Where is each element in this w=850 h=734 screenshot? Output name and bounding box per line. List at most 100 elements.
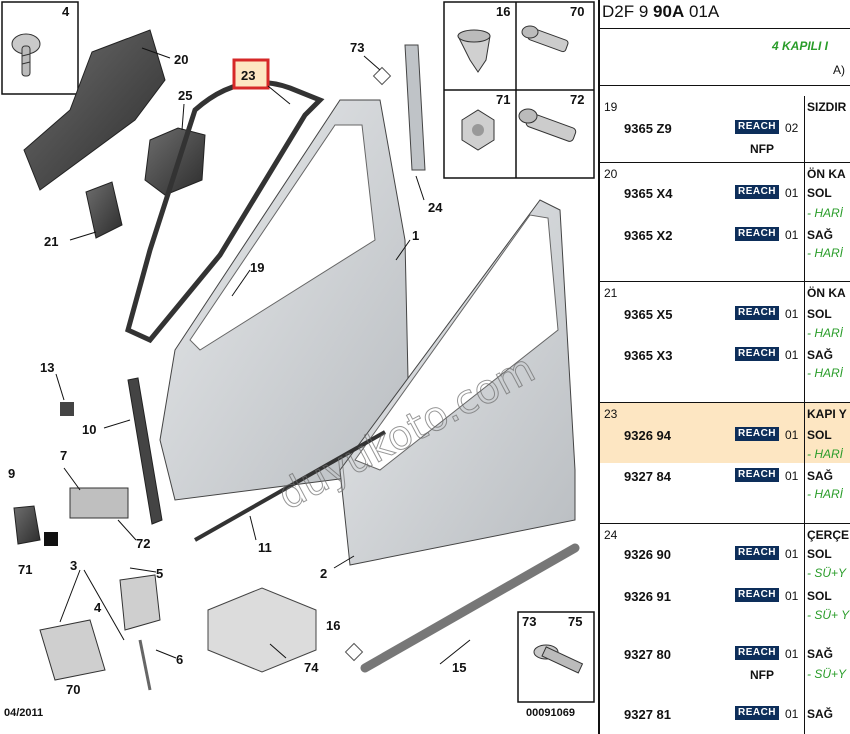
inset-label-75: 75 xyxy=(568,614,582,629)
part-note: - HARİ xyxy=(807,447,843,461)
inset-label-72: 72 xyxy=(570,92,584,107)
group-description: ÇERÇE xyxy=(807,528,850,542)
reach-badge: REACH xyxy=(735,588,779,602)
part-line[interactable]: 9326 90 REACH 01 SOL xyxy=(600,544,850,564)
nfp-label: NFP xyxy=(750,668,774,682)
part-line[interactable]: 9365 Z9 REACH 02 xyxy=(600,118,850,138)
reach-badge: REACH xyxy=(735,646,779,660)
exploded-parts-diagram: 4 20 25 23 73 21 19 1 24 13 10 9 7 72 71… xyxy=(1,1,595,719)
nut-71-icon xyxy=(461,109,495,151)
part-quantity: 01 xyxy=(785,707,799,721)
inset-label-70: 70 xyxy=(570,4,584,19)
part-side: SOL xyxy=(807,547,832,561)
cover-25-shape xyxy=(144,127,206,196)
group-number: 23 xyxy=(604,407,618,421)
part-note: - HARİ xyxy=(807,206,843,220)
pad-13-shape xyxy=(60,402,74,416)
catalog-code-prefix: D2F 9 xyxy=(602,2,654,21)
reach-badge: REACH xyxy=(735,306,779,320)
catalog-code-suffix: 01A xyxy=(684,2,720,21)
front-door-1-window xyxy=(189,124,376,351)
part-note: - HARİ xyxy=(807,326,843,340)
part-line[interactable]: 9326 91 REACH 01 SOL xyxy=(600,586,850,606)
date-code: 04/2011 xyxy=(4,707,43,719)
bracket-21-shape xyxy=(85,181,123,239)
part-number: 9365 X2 xyxy=(624,228,673,243)
part-note: - HARİ xyxy=(807,487,843,501)
part-line[interactable]: 9327 84 REACH 01 SAĞ xyxy=(600,466,850,486)
screw-70-icon xyxy=(521,25,569,53)
fastener-inset-grid xyxy=(443,1,595,179)
bolt-72-icon xyxy=(518,108,577,142)
reach-badge: REACH xyxy=(735,468,779,482)
part-note: - SÜ+Y xyxy=(807,566,847,580)
part-line[interactable]: 9365 X4 REACH 01 SOL xyxy=(600,183,850,203)
part-line[interactable]: 9365 X5 REACH 01 SOL xyxy=(600,304,850,324)
part-side: SOL xyxy=(807,307,832,321)
part-number: 9327 80 xyxy=(624,647,671,662)
callout-73: 73 xyxy=(350,40,364,55)
group-number: 20 xyxy=(604,167,618,181)
diagram-drawing: 4 20 25 23 73 21 19 1 24 13 10 9 7 72 71… xyxy=(1,1,595,719)
part-note: - SÜ+Y xyxy=(807,667,847,681)
part-quantity: 01 xyxy=(785,186,799,200)
strip-15-shape xyxy=(360,543,580,673)
rod-6-shape xyxy=(138,639,152,691)
figure-number: 00091069 xyxy=(526,707,575,719)
parts-group-21[interactable]: 21 ÖN KA 9365 X5 REACH 01 SOL - HARİ 936… xyxy=(600,282,850,403)
inset-label-73: 73 xyxy=(522,614,536,629)
hinge-3-shape xyxy=(39,574,161,681)
callout-21: 21 xyxy=(44,234,58,249)
part-quantity: 01 xyxy=(785,547,799,561)
callout-25: 25 xyxy=(178,88,192,103)
part-quantity: 02 xyxy=(785,121,799,135)
parts-group-20[interactable]: 20 ÖN KA 9365 X4 REACH 01 SOL - HARİ 936… xyxy=(600,163,850,282)
callout-2: 2 xyxy=(320,566,327,581)
callout-71: 71 xyxy=(18,562,32,577)
callout-15: 15 xyxy=(452,660,466,675)
part-line[interactable]: 9365 X3 REACH 01 SAĞ xyxy=(600,345,850,365)
callout-5: 5 xyxy=(156,566,163,581)
nfp-label: NFP xyxy=(750,142,774,156)
callout-70: 70 xyxy=(66,682,80,697)
part-quantity: 01 xyxy=(785,307,799,321)
parts-table: D2F 9 90A 01A 4 KAPILI I A) 19 SIZDIR 93… xyxy=(598,0,850,734)
part-number: 9365 Z9 xyxy=(624,121,672,136)
part-line[interactable]: 9327 80 REACH 01 SAĞ xyxy=(600,644,850,664)
reach-badge: REACH xyxy=(735,185,779,199)
panel-20-shape xyxy=(23,29,166,191)
callout-20: 20 xyxy=(174,52,188,67)
part-side: SOL xyxy=(807,186,832,200)
callout-74: 74 xyxy=(304,660,319,675)
parts-group-23[interactable]: 23 KAPI Y 9326 94 REACH 01 SOL - HARİ 93… xyxy=(600,403,850,524)
reach-badge: REACH xyxy=(735,347,779,361)
parts-group-24[interactable]: 24 ÇERÇE 9326 90 REACH 01 SOL - SÜ+Y 932… xyxy=(600,524,850,734)
part-number: 9326 94 xyxy=(624,428,671,443)
marker-73-diamond xyxy=(372,66,392,86)
moulding-24-shape xyxy=(404,44,426,171)
part-line[interactable]: 9365 X2 REACH 01 SAĞ xyxy=(600,225,850,245)
highlight-box-23 xyxy=(232,58,270,90)
rivet-inset xyxy=(517,611,595,703)
callout-6: 6 xyxy=(176,652,183,667)
part-number: 9327 84 xyxy=(624,469,671,484)
part-number: 9365 X4 xyxy=(624,186,673,201)
part-side: SAĞ xyxy=(807,707,834,721)
group-number: 24 xyxy=(604,528,618,542)
reach-badge: REACH xyxy=(735,427,779,441)
callout-4-inset: 4 xyxy=(62,4,70,19)
part-line-selected[interactable]: 9326 94 REACH 01 SOL xyxy=(600,425,850,445)
part-line[interactable]: 9327 81 REACH 01 SAĞ xyxy=(600,704,850,724)
part-71-square xyxy=(44,532,58,546)
callout-4: 4 xyxy=(94,600,102,615)
part-quantity: 01 xyxy=(785,228,799,242)
part-quantity: 01 xyxy=(785,348,799,362)
part-side: SAĞ xyxy=(807,348,834,362)
part-side: SOL xyxy=(807,589,832,603)
strip-11-shape xyxy=(194,430,386,542)
part-side: SOL xyxy=(807,428,832,442)
parts-group-19[interactable]: 19 SIZDIR 9365 Z9 REACH 02 NFP xyxy=(600,96,850,163)
kit-74-box xyxy=(207,587,317,673)
part-side: SAĞ xyxy=(807,228,834,242)
stop-9-shape xyxy=(13,505,41,545)
